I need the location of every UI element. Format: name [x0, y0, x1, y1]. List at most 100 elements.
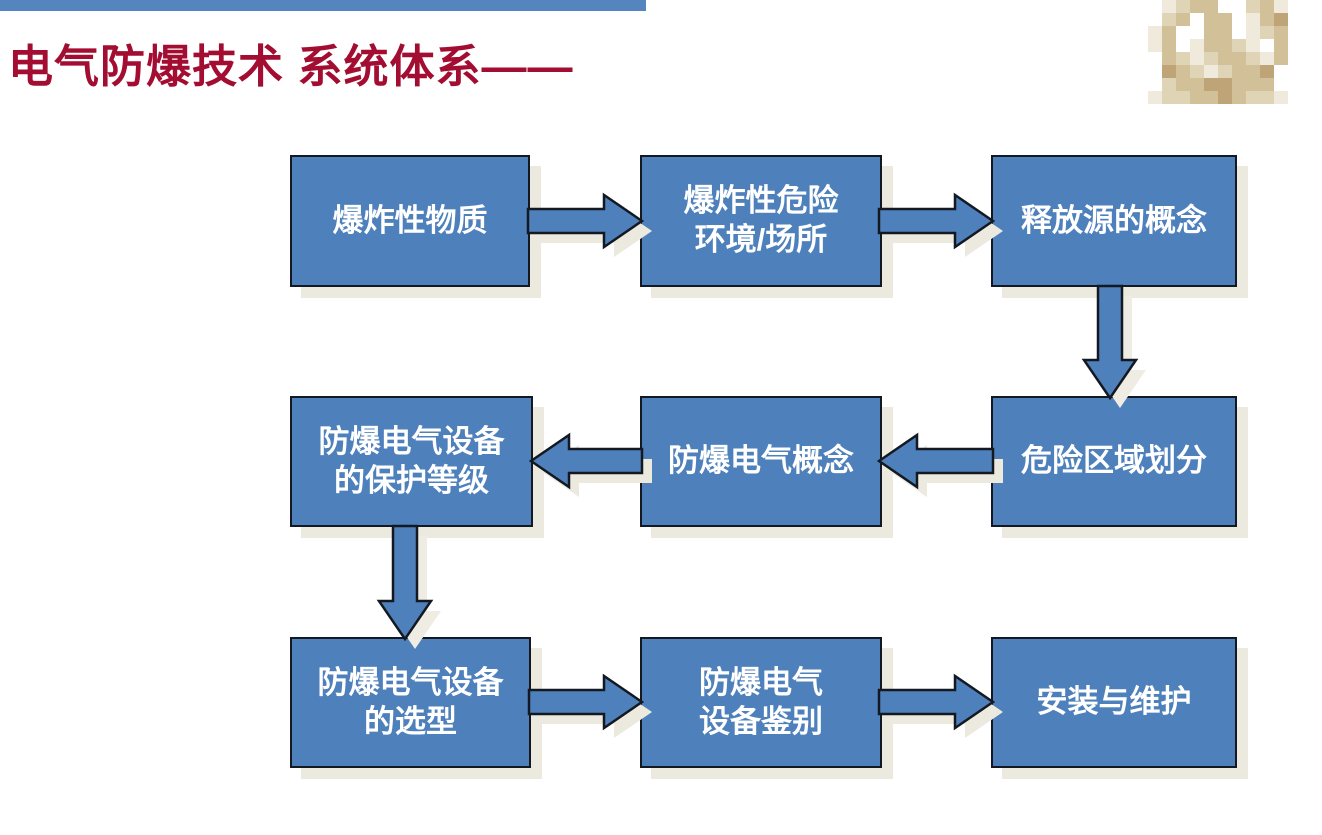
logo-pixel — [1204, 65, 1218, 78]
logo-pixel — [1246, 13, 1260, 26]
arrow-icon — [526, 192, 645, 250]
arrow-icon — [876, 432, 995, 490]
logo-pixel — [1162, 26, 1176, 39]
flow-arrow-hazard-zone-classification-to-exproof-electric-concept — [876, 432, 1003, 497]
logo-pixel — [1176, 0, 1190, 13]
logo-pixel — [1232, 39, 1246, 52]
logo-pixel — [1232, 78, 1246, 91]
logo-pixel — [1190, 26, 1204, 39]
logo-pixel — [1162, 0, 1176, 13]
flow-box-installation-maintenance: 安装与维护 — [991, 637, 1237, 768]
logo-pixel — [1176, 39, 1190, 52]
logo-pixel — [1232, 91, 1246, 104]
logo-pixel — [1246, 65, 1260, 78]
logo-pixel — [1204, 39, 1218, 52]
logo-pixel — [1176, 52, 1190, 65]
flow-arrow-explosive-substances-to-hazardous-environment — [526, 192, 652, 257]
logo-pixel — [1232, 26, 1246, 39]
flow-box-label: 环境/场所 — [694, 222, 828, 257]
logo-pixel — [1260, 78, 1274, 91]
flow-box-label: 爆炸性物质 — [332, 202, 488, 238]
flow-box-label: 设备鉴别 — [699, 703, 823, 739]
logo-pixel — [1232, 52, 1246, 65]
logo-pixel — [1260, 13, 1274, 26]
arrow-icon — [1081, 284, 1139, 401]
flow-arrow-hazardous-environment-to-release-source-concept — [877, 192, 1003, 257]
flow-box-label: 的保护等级 — [334, 462, 489, 498]
flow-arrow-equipment-identification-to-installation-maintenance — [877, 673, 1003, 738]
logo-pixel — [1176, 78, 1190, 91]
logo-pixel — [1176, 13, 1190, 26]
logo-pixel — [1176, 26, 1190, 39]
flow-box-explosive-substances: 爆炸性物质 — [290, 155, 530, 287]
flow-box-label: 防爆电气设备 — [317, 664, 504, 700]
logo-pixel — [1190, 91, 1204, 104]
logo-pixel — [1190, 65, 1204, 78]
flow-arrow-exproof-electric-concept-to-protection-level — [528, 432, 652, 497]
logo-pixel — [1274, 65, 1288, 78]
logo-pixel — [1246, 0, 1260, 13]
arrow-icon — [877, 192, 996, 250]
logo-pixel — [1148, 78, 1162, 91]
flow-box-equipment-selection: 防爆电气设备的选型 — [290, 637, 531, 768]
logo-pixel — [1162, 13, 1176, 26]
logo-pixel — [1260, 52, 1274, 65]
flow-box-label: 防爆电气设备 — [318, 423, 505, 459]
arrow-icon — [527, 673, 645, 731]
flow-box-hazardous-environment: 爆炸性危险环境/场所 — [640, 155, 882, 287]
logo-pixel — [1218, 0, 1232, 13]
logo-pixel — [1190, 39, 1204, 52]
logo-pixel — [1218, 91, 1232, 104]
page-title: 电气防爆技术 系统体系—— — [8, 41, 574, 92]
logo-pixel — [1162, 78, 1176, 91]
arrow-icon — [877, 673, 996, 731]
logo-pixel — [1274, 78, 1288, 91]
logo-pixel — [1148, 65, 1162, 78]
logo-pixel — [1260, 65, 1274, 78]
flow-arrow-equipment-selection-to-equipment-identification — [527, 673, 652, 738]
logo-pixel — [1218, 65, 1232, 78]
logo-pixel — [1162, 91, 1176, 104]
logo-pixel — [1260, 39, 1274, 52]
flow-arrow-protection-level-to-equipment-selection — [376, 524, 441, 649]
logo-pixel — [1190, 0, 1204, 13]
logo-pixel — [1274, 91, 1288, 104]
logo-pixel — [1204, 91, 1218, 104]
logo-pixel — [1218, 52, 1232, 65]
logo-pixel — [1246, 39, 1260, 52]
logo-pixel — [1204, 13, 1218, 26]
logo-pixel — [1148, 52, 1162, 65]
logo-pixel — [1218, 78, 1232, 91]
logo-pixel — [1204, 0, 1218, 13]
flow-box-label: 安装与维护 — [1036, 684, 1192, 720]
flow-box-protection-level: 防爆电气设备的保护等级 — [290, 396, 533, 527]
logo-pixel — [1204, 78, 1218, 91]
logo-pixel — [1204, 26, 1218, 39]
flow-box-label: 释放源的概念 — [1021, 202, 1207, 238]
logo-pixel — [1260, 91, 1274, 104]
flow-box-label: 防爆电气概念 — [668, 443, 854, 479]
logo-pixel — [1274, 13, 1288, 26]
top-accent-bar — [0, 0, 646, 11]
logo-pixel — [1190, 78, 1204, 91]
logo-pixel — [1148, 39, 1162, 52]
logo-pixel — [1190, 13, 1204, 26]
logo-pixel — [1148, 26, 1162, 39]
logo-pixel — [1162, 65, 1176, 78]
logo-pixel — [1274, 39, 1288, 52]
logo-pixel — [1148, 91, 1162, 104]
logo-pixel — [1246, 26, 1260, 39]
logo-pixel — [1176, 91, 1190, 104]
logo-pixel — [1232, 0, 1246, 13]
flow-box-label: 防爆电气 — [699, 664, 823, 700]
pixelated-logo — [1148, 0, 1288, 104]
flow-box-label: 危险区域划分 — [1021, 443, 1207, 479]
logo-pixel — [1218, 13, 1232, 26]
logo-pixel — [1246, 52, 1260, 65]
logo-pixel — [1218, 39, 1232, 52]
logo-pixel — [1260, 26, 1274, 39]
logo-pixel — [1274, 52, 1288, 65]
logo-pixel — [1190, 52, 1204, 65]
logo-pixel — [1204, 52, 1218, 65]
